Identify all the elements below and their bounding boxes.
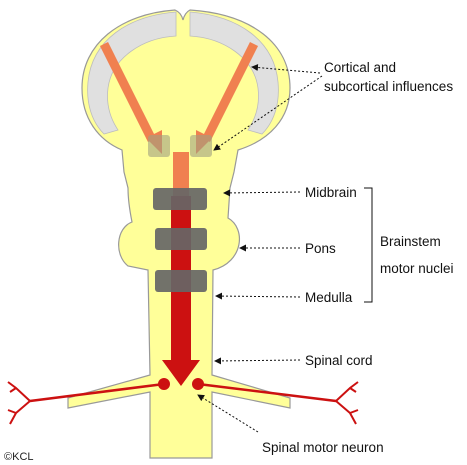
left-cortical-pathway [99,41,157,143]
right-cortex [189,11,279,135]
right-muscle-terminals [335,381,359,425]
left-subcortical-nucleus [148,135,170,157]
cortical-leader-left [251,64,321,74]
left-cortex [87,11,177,135]
midbrain-leader [223,189,301,197]
spinal-motor-neuron-label: Spinal motor neuron [262,440,384,455]
pons-label: Pons [305,241,336,256]
cortical-leader-right [213,75,323,151]
cortical-label-line2: subcortical influences [324,79,453,94]
spinal-cord-label: Spinal cord [305,353,373,368]
spinal-cord-leader [214,357,301,365]
motor-pathway-arrowhead [162,360,200,386]
medulla-label: Medulla [305,290,353,305]
brainstem-label-line2: motor nuclei [380,261,454,276]
right-cortical-pathway [201,41,259,143]
midbrain-label: Midbrain [305,185,357,200]
pons-nucleus [155,228,207,250]
medulla-leader [215,292,301,300]
right-subcortical-nucleus [190,135,212,157]
left-motor-axon [29,382,165,403]
brainstem-bracket [364,187,373,303]
brainstem-label-line1: Brainstem [380,234,441,249]
copyright-label: ©KCL [4,451,34,463]
left-muscle-terminals [7,381,31,425]
cortical-label-line1: Cortical and [324,60,396,75]
right-motor-axon [197,382,337,403]
midbrain-nucleus [153,188,207,210]
medulla-nucleus [155,270,207,292]
upper-descending-pathway [173,152,189,196]
